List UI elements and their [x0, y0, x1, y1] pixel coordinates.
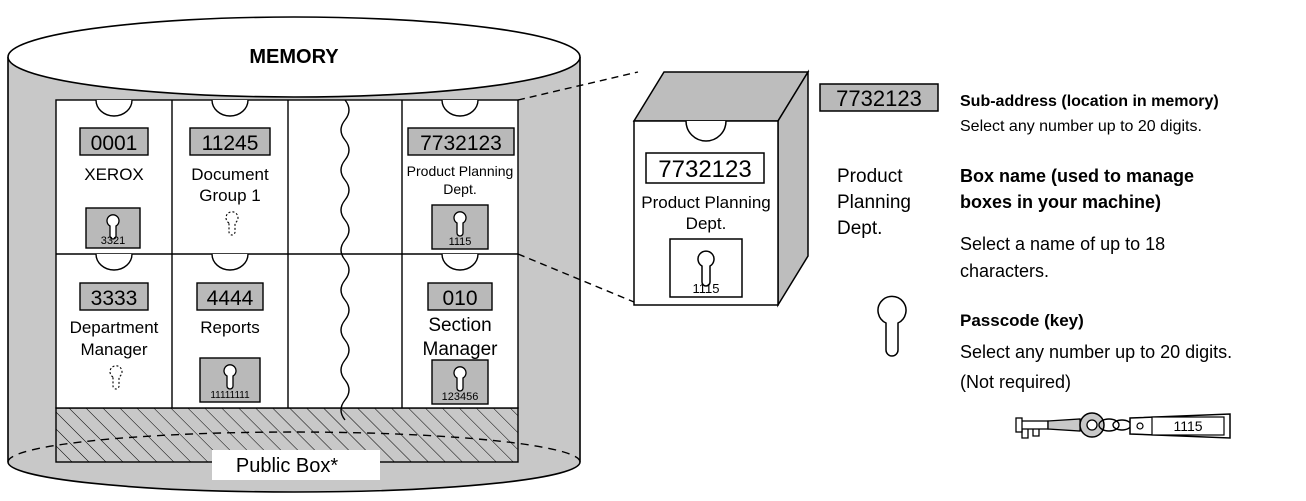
- keyhole-icon: [106, 214, 120, 240]
- zoom-box-number-frame: [645, 152, 765, 184]
- key-tag-number: 1115: [1173, 418, 1202, 434]
- box-name-line: Reports: [200, 318, 260, 337]
- box-name-line: Manager: [80, 340, 147, 359]
- box-name-line: Group 1: [199, 186, 260, 205]
- box-name-line: Section: [428, 315, 491, 336]
- box-name-line: Product Planning: [407, 163, 514, 179]
- passcode-desc-line-2: (Not required): [960, 372, 1071, 392]
- boxname-title-line-2: boxes in your machine): [960, 192, 1161, 212]
- zoom-box-notch: [685, 120, 727, 142]
- key-with-tag-icon: 1115: [1015, 412, 1231, 439]
- zoom-callout: [517, 71, 639, 303]
- box-name-line: XEROX: [84, 165, 144, 184]
- optional-keyhole-icon: [109, 365, 123, 390]
- cell-notch: [95, 253, 133, 271]
- boxname-desc-line-2: characters.: [960, 261, 1049, 281]
- cell-notch: [441, 99, 479, 117]
- cylinder-top: [7, 16, 581, 98]
- zoom-box-number: 7732123: [658, 156, 751, 183]
- subaddress-desc: Select any number up to 20 digits.: [960, 118, 1202, 135]
- keyhole-icon: [453, 366, 467, 392]
- legend: 7732123 Sub-address (location in memory)…: [819, 83, 1232, 439]
- box-passcode: 1115: [449, 236, 472, 248]
- cell-notch: [211, 99, 249, 117]
- break-line: [340, 99, 350, 421]
- zoom-box-name-line-2: Dept.: [686, 214, 727, 233]
- boxname-title-line-1: Box name (used to manage: [960, 166, 1194, 186]
- zoom-box-keyhole-icon: [697, 250, 715, 287]
- box-number: 7732123: [420, 132, 502, 155]
- box-passcode: 123456: [442, 391, 479, 403]
- box-name-line: Document: [191, 165, 269, 184]
- subaddress-title: Sub-address (location in memory): [960, 93, 1219, 110]
- passcode-desc-line-1: Select any number up to 20 digits.: [960, 342, 1232, 362]
- zoom-box-name-line-1: Product Planning: [641, 193, 770, 212]
- box-number: 4444: [207, 287, 254, 310]
- box-number-label: [189, 127, 271, 156]
- box-number-label: [196, 282, 264, 311]
- passcode-keyhole-icon: [877, 295, 907, 357]
- keyhole-icon: [453, 211, 467, 237]
- box-number: 010: [442, 287, 477, 310]
- box-passcode: 3321: [101, 235, 125, 247]
- box-number-label: [79, 127, 149, 156]
- box-name-line: Department: [70, 318, 159, 337]
- boxname-sample-line-2: Planning: [837, 192, 911, 213]
- cell-notch: [95, 99, 133, 117]
- box-number: 0001: [91, 132, 138, 155]
- boxname-sample-line-3: Dept.: [837, 218, 882, 239]
- keyhole-icon: [223, 364, 237, 390]
- boxname-sample-line-1: Product: [837, 166, 903, 187]
- subaddress-sample-frame: [819, 83, 939, 112]
- zoom-box: 7732123 Product Planning Dept. 1115: [632, 69, 810, 308]
- subaddress-sample: 7732123: [836, 86, 922, 111]
- box-name-line: Manager: [423, 339, 499, 360]
- box-number: 3333: [91, 287, 138, 310]
- zoom-box-passcode: 1115: [693, 281, 720, 296]
- passcode-title: Passcode (key): [960, 311, 1084, 330]
- optional-keyhole-icon: [225, 211, 239, 236]
- memory-title: MEMORY: [249, 46, 339, 68]
- box-number-label: [427, 282, 493, 311]
- cell-notch: [441, 253, 479, 271]
- box-name-line: Dept.: [443, 181, 476, 197]
- box-number-label: [407, 127, 515, 156]
- box-passcode: 11111111: [210, 390, 250, 401]
- boxname-desc-line-1: Select a name of up to 18: [960, 234, 1165, 254]
- box-number: 11245: [202, 132, 259, 155]
- cell-notch: [211, 253, 249, 271]
- box-number-label: [79, 282, 149, 311]
- public-box-label: Public Box*: [236, 455, 338, 477]
